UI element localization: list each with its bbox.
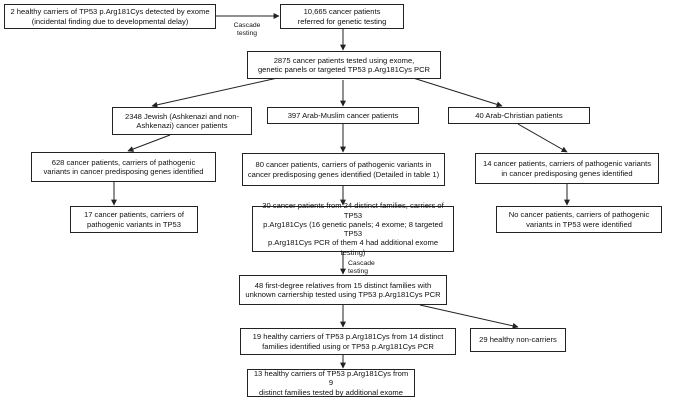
node-arab-christian: 40 Arab-Christian patients	[448, 107, 590, 124]
node-christian-carriers: 14 cancer patients, carriers of pathogen…	[475, 153, 659, 184]
arrow-relatives-to-non-carriers	[419, 304, 519, 329]
label-cascade-testing-top: Cascade testing	[233, 22, 261, 38]
node-tested: 2875 cancer patients tested using exome,…	[247, 51, 441, 79]
node-muslim-carriers: 80 cancer patients, carriers of pathogen…	[242, 153, 445, 186]
node-relatives: 48 first-degree relatives from 15 distin…	[239, 275, 447, 305]
node-christian-tp53: No cancer patients, carriers of pathogen…	[496, 206, 662, 233]
node-jewish: 2348 Jewish (Ashkenazi and non- Ashkenaz…	[112, 107, 252, 135]
arrow-christian-to-carriers	[517, 123, 568, 153]
node-muslim-tp53: 30 cancer patients from 24 distinct fami…	[252, 201, 454, 257]
arrow-jewish-to-carriers	[127, 134, 171, 152]
arrow-tested-to-jewish	[151, 76, 283, 108]
node-jewish-carriers: 628 cancer patients, carriers of pathoge…	[31, 152, 216, 182]
node-healthy-carriers-pcr: 19 healthy carriers of TP53 p.Arg181Cys …	[240, 328, 456, 355]
node-additional-exome: 13 healthy carriers of TP53 p.Arg181Cys …	[247, 369, 415, 397]
node-arab-muslim: 397 Arab-Muslim cancer patients	[267, 107, 419, 124]
node-referred: 10,665 cancer patients referred for gene…	[280, 4, 404, 29]
label-cascade-testing-mid: Cascade testing	[348, 260, 375, 276]
node-healthy-carriers-exome: 2 healthy carriers of TP53 p.Arg181Cys d…	[4, 4, 216, 29]
arrow-tested-to-arab-christian	[409, 76, 503, 108]
node-jewish-tp53: 17 cancer patients, carriers of pathogen…	[70, 206, 198, 233]
node-non-carriers: 29 healthy non-carriers	[470, 328, 566, 352]
